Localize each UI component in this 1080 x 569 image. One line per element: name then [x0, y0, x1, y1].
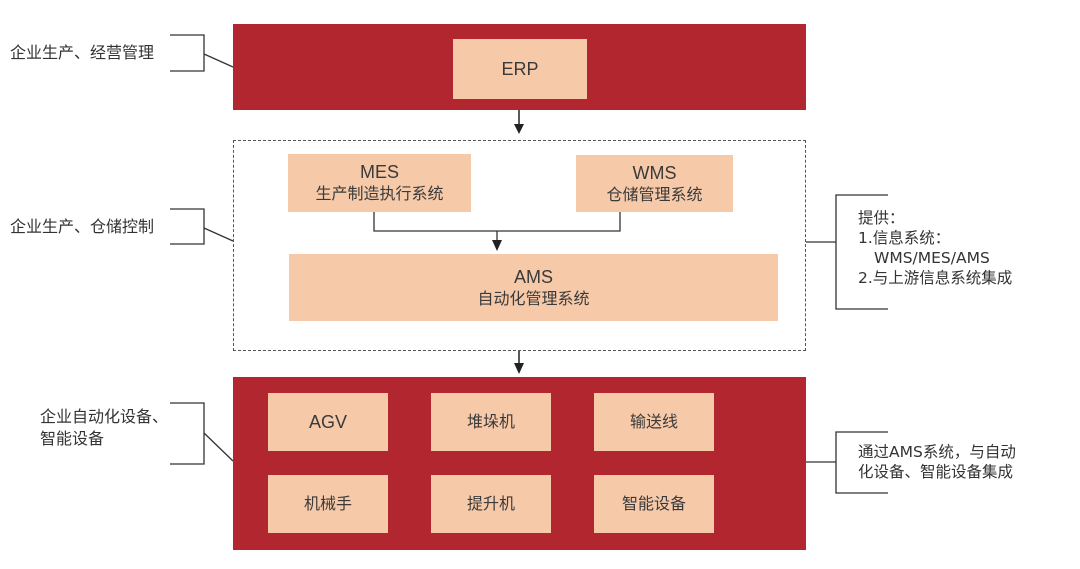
device-box-agv[interactable]: AGV	[268, 393, 388, 451]
layer-label-devices: 企业自动化设备、 智能设备	[40, 406, 168, 450]
device-box-title: 输送线	[629, 412, 678, 431]
devices-layer: AGV 堆垛机 输送线 机械手 提升机 智能设备	[233, 377, 806, 550]
device-box-robot-arm[interactable]: 机械手	[268, 475, 388, 533]
note-line: 2.与上游信息系统集成	[858, 269, 1013, 287]
bracket-middle-note	[806, 194, 888, 310]
erp-box[interactable]: ERP	[453, 39, 587, 99]
note-line: WMS/MES/AMS	[874, 249, 990, 267]
bracket-bottom-label	[170, 402, 234, 465]
layer-label-management: 企业生产、经营管理	[10, 43, 155, 62]
device-box-elevator[interactable]: 提升机	[431, 475, 551, 533]
layer-label-control: 企业生产、仓储控制	[10, 217, 155, 236]
device-box-conveyor[interactable]: 输送线	[594, 393, 714, 451]
layer-label-devices-line2: 智能设备	[40, 429, 105, 448]
management-layer: ERP	[233, 24, 806, 110]
control-layer	[233, 140, 806, 351]
arrow-mes-wms-to-ams	[373, 212, 621, 251]
device-box-title: 智能设备	[621, 494, 686, 513]
mes-box-title: MES	[359, 162, 399, 182]
note-line: 1.信息系统：	[858, 229, 951, 247]
arrow-control-to-devices	[514, 351, 524, 374]
wms-box-title: WMS	[632, 162, 677, 183]
device-box-stacker[interactable]: 堆垛机	[431, 393, 551, 451]
bracket-middle-label	[170, 208, 234, 245]
ams-box-subtitle: 自动化管理系统	[477, 288, 590, 308]
control-layer-note: 提供： 1.信息系统： WMS/MES/AMS 2.与上游信息系统集成	[858, 208, 1012, 288]
arrow-erp-to-control	[514, 110, 524, 134]
device-box-title: 提升机	[466, 494, 515, 513]
note-line: 提供：	[858, 209, 905, 227]
ams-box[interactable]: AMS 自动化管理系统	[289, 254, 778, 321]
mes-box-subtitle: 生产制造执行系统	[315, 184, 444, 203]
erp-box-title: ERP	[501, 59, 539, 79]
devices-layer-note: 通过AMS系统，与自动 化设备、智能设备集成	[858, 442, 1016, 482]
bracket-top-label	[170, 34, 234, 72]
ams-box-title: AMS	[513, 266, 553, 287]
device-box-title: 机械手	[303, 494, 352, 513]
wms-box[interactable]: WMS 仓储管理系统	[576, 155, 733, 212]
note-line: 化设备、智能设备集成	[858, 463, 1014, 481]
device-box-title: AGV	[308, 412, 347, 432]
device-box-title: 堆垛机	[466, 412, 515, 431]
wms-box-subtitle: 仓储管理系统	[606, 184, 703, 204]
mes-box[interactable]: MES 生产制造执行系统	[288, 154, 471, 212]
note-line: 通过AMS系统，与自动	[858, 443, 1016, 461]
layer-label-devices-line1: 企业自动化设备、	[40, 407, 169, 426]
device-box-smart-device[interactable]: 智能设备	[594, 475, 714, 533]
bracket-bottom-note	[806, 431, 888, 494]
